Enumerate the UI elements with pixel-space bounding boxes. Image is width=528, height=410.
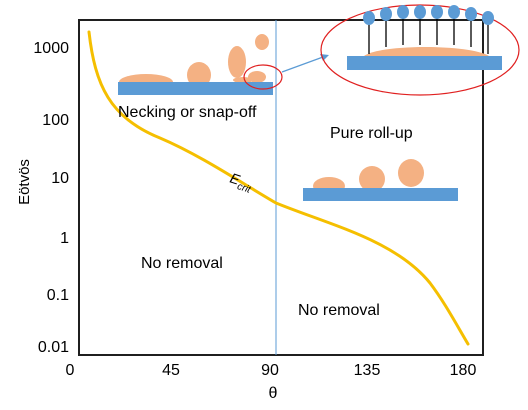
substrate [347,56,502,70]
surfactant-head [397,5,409,19]
surfactant-head [431,5,443,19]
surfactant-zoom-illustration [320,4,520,96]
surfactant-heads [363,5,494,25]
surfactant-head [363,11,375,25]
x-tick-label: 135 [354,362,381,379]
droplet [398,159,424,187]
curve-label-subscript: crit [236,181,253,196]
region-label-necking: Necking or snap-off [118,104,257,121]
plot-frame [78,19,484,356]
y-tick-label: 1 [60,230,69,247]
droplet [187,62,211,88]
x-tick-label: 90 [261,362,279,379]
droplet [255,34,269,50]
zoom-arrow-line [281,56,324,73]
highlight-circle [243,64,283,90]
x-tick-labels: 0 45 90 135 180 [66,362,477,379]
droplet [228,46,246,78]
y-tick-label: 10 [51,170,69,187]
y-tick-label: 0.1 [47,287,69,304]
droplet [359,166,385,192]
x-tick-label: 0 [66,362,75,379]
roll-up-illustration [303,159,458,201]
droplet [233,77,253,83]
surfactant-head [482,11,494,25]
y-tick-label: 100 [42,112,69,129]
y-axis-label: Eötvös [16,159,33,205]
x-tick-label: 45 [162,362,180,379]
x-axis-label: θ [269,385,278,402]
surfactant-head [465,7,477,21]
curve-label: Ecrit [227,170,256,196]
region-label-no-removal-right: No removal [298,302,380,319]
y-tick-label: 0.01 [38,339,69,356]
surfactant-head [380,7,392,21]
surfactant-head [414,5,426,19]
surfactant-head [448,5,460,19]
region-label-rollup: Pure roll-up [330,125,413,142]
x-tick-label: 180 [450,362,477,379]
substrate [118,82,273,95]
substrate [303,188,458,201]
necking-illustration [118,34,283,95]
critical-eotvos-curve [87,30,470,346]
y-tick-labels: 1000 100 10 1 0.1 0.01 [33,40,69,356]
droplet [364,47,489,56]
surfactant-tails [368,18,489,54]
region-label-no-removal-left: No removal [141,255,223,272]
y-tick-label: 1000 [33,40,69,57]
